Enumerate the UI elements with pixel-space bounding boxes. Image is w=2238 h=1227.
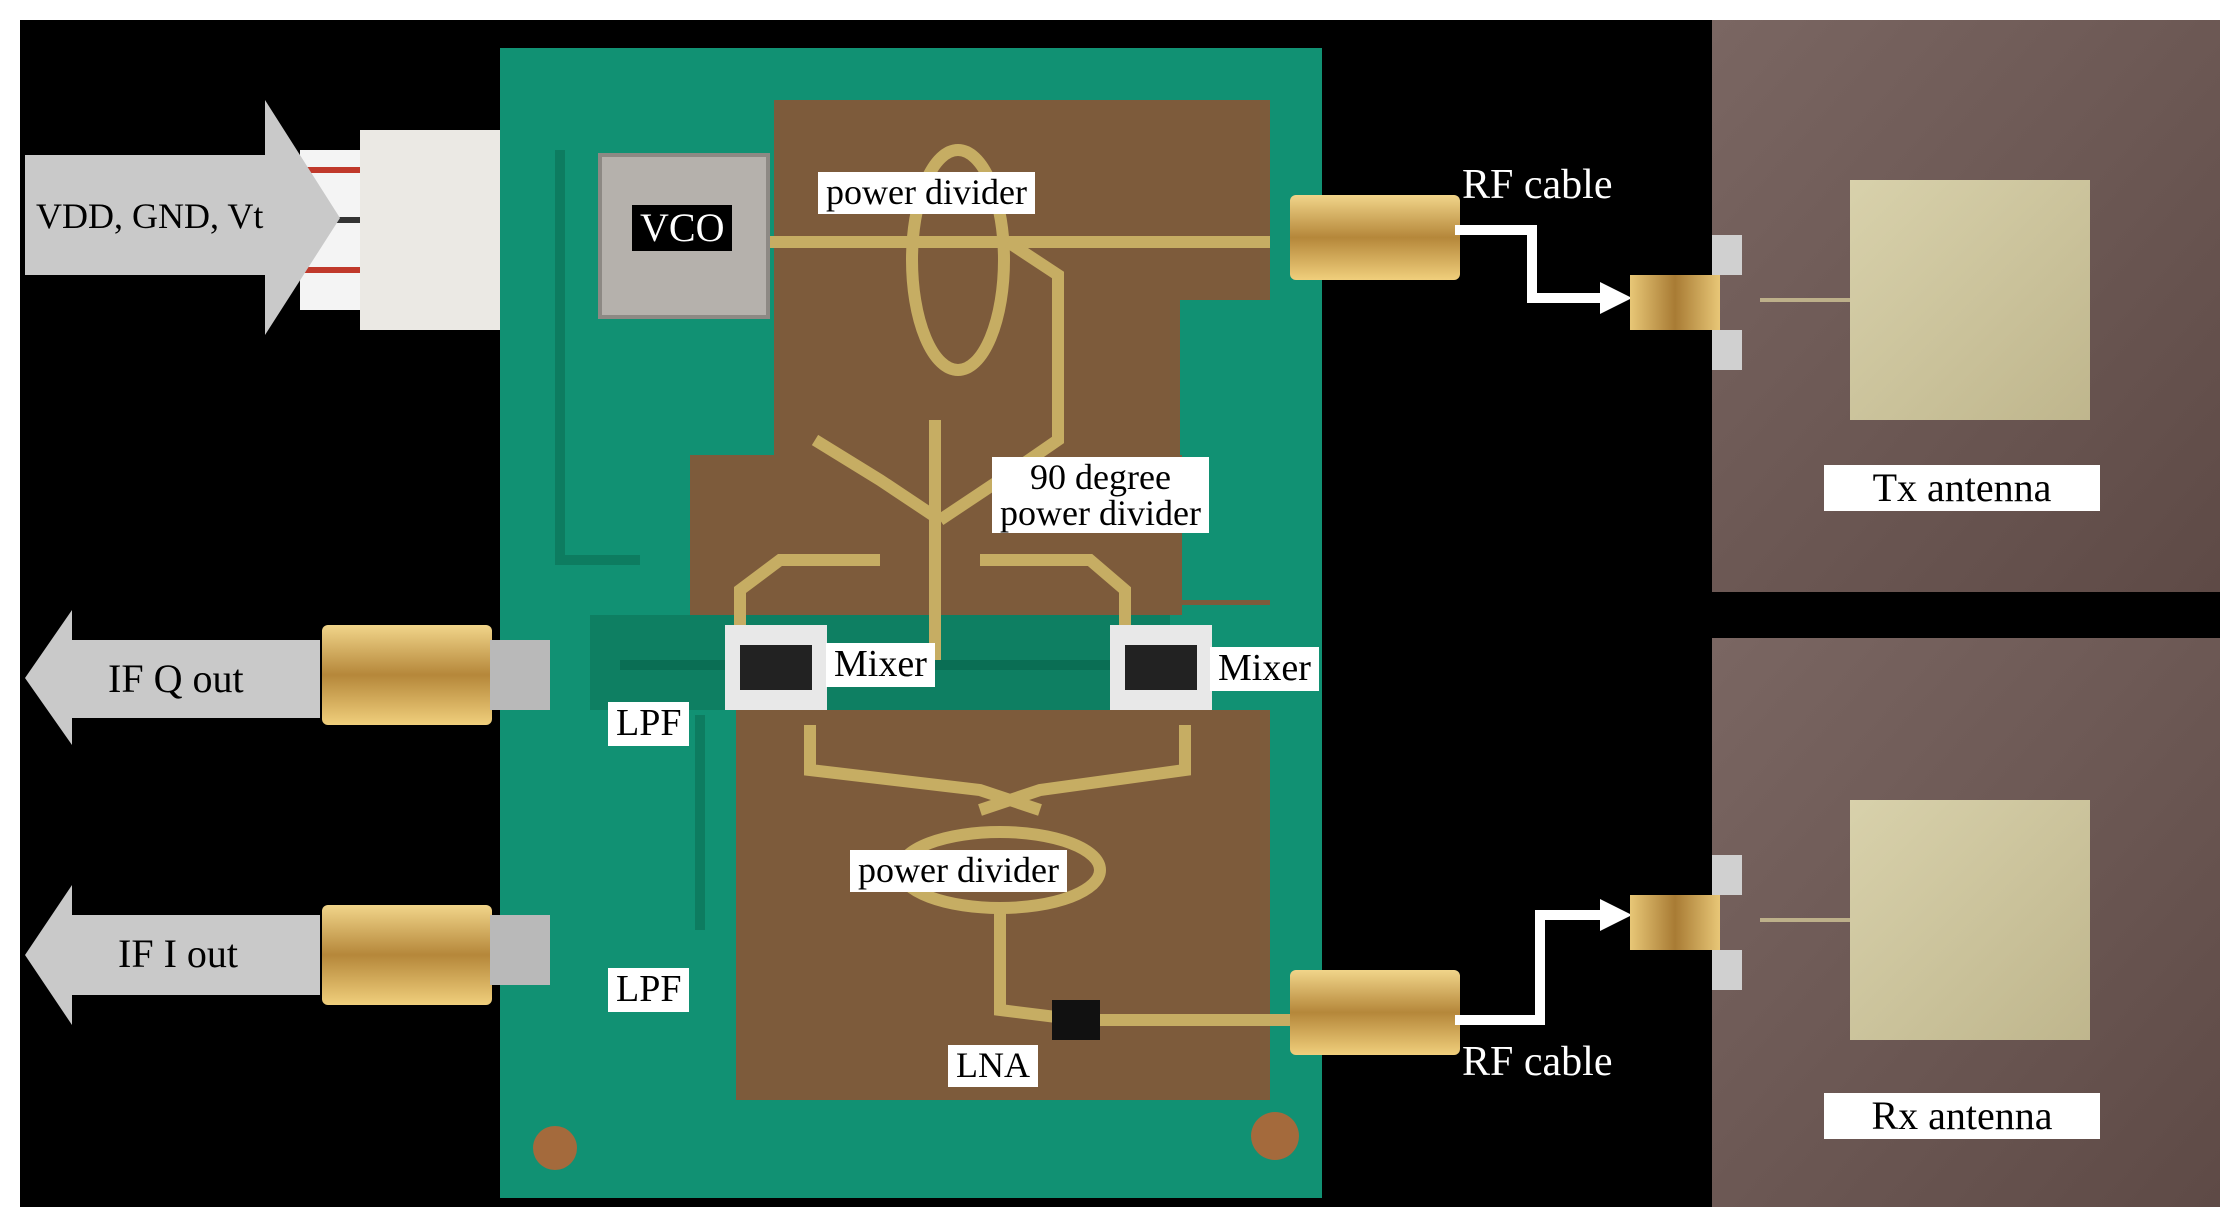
sma-connector-if-q xyxy=(322,625,550,725)
label-mixer-left: Mixer xyxy=(826,643,935,687)
microstrip-traces xyxy=(734,144,1290,1026)
label-90-degree-line2: power divider xyxy=(1000,493,1201,533)
arrow-if-i xyxy=(25,885,320,1025)
label-tx-antenna: Tx antenna xyxy=(1824,465,2100,511)
label-lpf-bottom: LPF xyxy=(608,968,690,1012)
label-if-q-out: IF Q out xyxy=(108,656,244,701)
sma-connector-rf-tx xyxy=(1290,195,1460,280)
label-if-i-out: IF I out xyxy=(118,931,238,976)
label-rf-cable-top: RF cable xyxy=(1462,162,1613,208)
label-90-degree-power-divider: 90 degree power divider xyxy=(992,457,1209,533)
label-mixer-right: Mixer xyxy=(1210,647,1319,691)
label-lpf-top: LPF xyxy=(608,702,690,746)
tx-antenna-board xyxy=(1630,20,2220,592)
arrow-if-q xyxy=(25,610,320,745)
sma-connector-if-i xyxy=(322,905,550,1005)
label-90-degree-line1: 90 degree xyxy=(1030,457,1171,497)
label-power-divider-top: power divider xyxy=(818,172,1035,214)
rf-cable-arrow-bottom xyxy=(1455,910,1600,1025)
label-vco: VCO xyxy=(632,205,733,251)
sma-connector-rf-rx xyxy=(1290,970,1460,1055)
lna-chip xyxy=(1052,1000,1100,1040)
label-vdd-gnd-vt: VDD, GND, Vt xyxy=(36,196,264,236)
label-power-divider-bottom: power divider xyxy=(850,850,1067,892)
label-rx-antenna: Rx antenna xyxy=(1824,1093,2100,1139)
arrow-vdd xyxy=(25,100,340,335)
rf-cable-arrow-top xyxy=(1455,225,1600,303)
label-lna: LNA xyxy=(948,1045,1038,1087)
label-rf-cable-bottom: RF cable xyxy=(1462,1039,1613,1085)
